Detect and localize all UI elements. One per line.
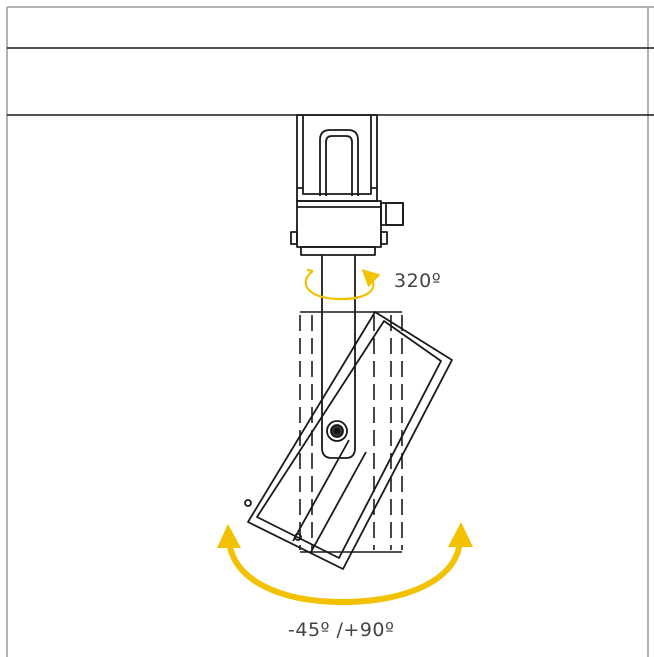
tilt-arrow (226, 537, 463, 606)
stem (321, 255, 356, 312)
tilt-arrowheads (217, 522, 473, 548)
frame-border (6, 6, 654, 657)
rotation-arrow (304, 268, 381, 301)
ceiling-track (7, 47, 654, 116)
spotlight-tilted (244, 311, 453, 570)
connector-body (290, 200, 404, 256)
spotlight-vertical-outline (300, 311, 402, 553)
tilt-label: -45º /+90º (288, 619, 395, 641)
yoke-arm (321, 312, 356, 459)
rotation-label: 320º (394, 270, 442, 292)
track-adapter (296, 114, 378, 202)
